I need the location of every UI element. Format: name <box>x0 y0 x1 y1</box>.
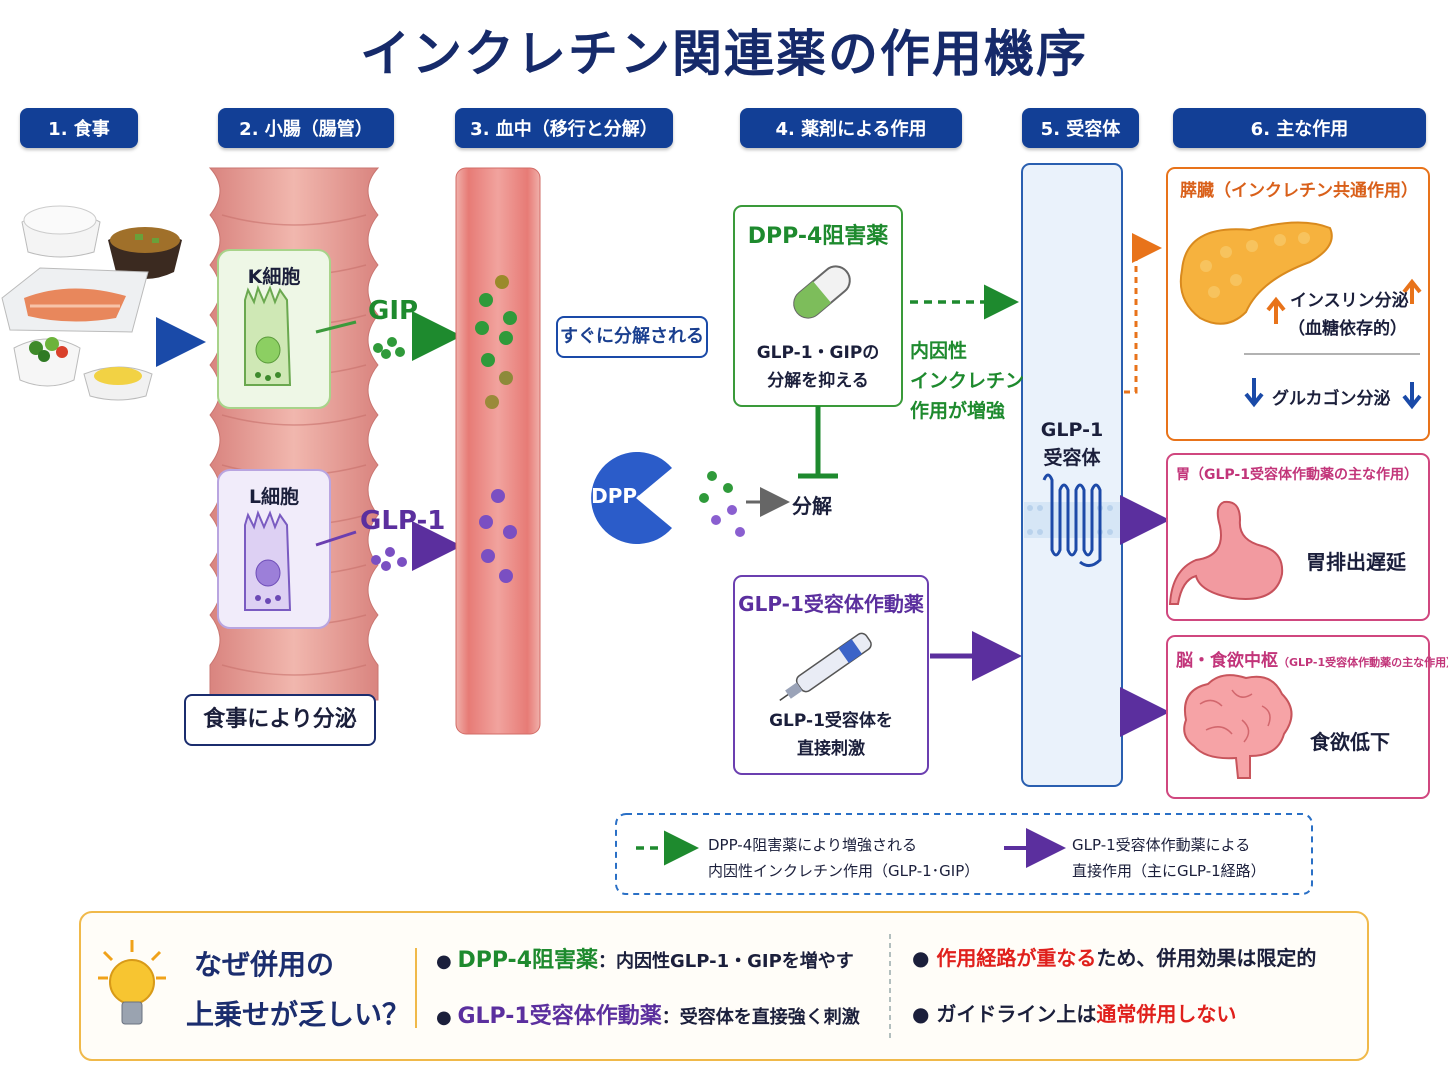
brain-title: 脳・食欲中枢（GLP-1受容体作動薬の主な作用） <box>1176 646 1448 671</box>
legend-solid: GLP-1受容体作動薬による 直接作用（主にGLP-1経路） <box>1072 832 1266 884</box>
bullet-glp1-label: GLP-1受容体作動薬 <box>457 1004 662 1029</box>
bullet-dpp4-label: DPP-4阻害薬 <box>457 948 598 973</box>
step-5-header: 5. 受容体 <box>1022 108 1139 148</box>
dpp4-enzyme-label: DPP-4 <box>591 484 659 508</box>
why-question-line2: 上乗せが乏しい？ <box>186 998 411 1031</box>
stomach-title: 胃（GLP-1受容体作動薬の主な作用） <box>1176 467 1418 483</box>
legend-dashed-line2: 内因性インクレチン作用（GLP-1･GIP） <box>708 862 980 880</box>
stomach-effect: 胃排出遅延 <box>1306 550 1406 574</box>
pancreas-icon <box>1179 221 1333 325</box>
endogenous-effect-note: 内因性 インクレチン 作用が増強 <box>910 336 1024 426</box>
step-6-header: 6. 主な作用 <box>1173 108 1426 148</box>
blood-particles <box>475 275 517 583</box>
dpp4-inhibitor-line2: 分解を抑える <box>767 371 869 391</box>
bullet-overlap: ● 作用経路が重なるため、併用効果は限定的 <box>912 946 1317 970</box>
endogenous-effect-line3: 作用が増強 <box>910 400 1006 422</box>
legend-solid-line1: GLP-1受容体作動薬による <box>1072 836 1251 854</box>
l-cell-label: L細胞 <box>248 486 300 508</box>
dpp4-inhibitor-title: DPP-4阻害薬 <box>747 224 889 249</box>
step-3-header: 3. 血中（移行と分解） <box>455 108 673 148</box>
brain-effect: 食欲低下 <box>1310 730 1390 754</box>
bullet-overlap-text: ため、併用効果は限定的 <box>1096 946 1317 970</box>
bullet-overlap-red: 作用経路が重なる <box>936 946 1097 970</box>
meal-illustration <box>1 205 182 401</box>
bullet-guideline-red: 通常併用しない <box>1096 1002 1237 1026</box>
step-2-header: 2. 小腸（腸管） <box>218 108 394 148</box>
glp1-agonist-line1: GLP-1受容体を <box>769 711 893 731</box>
bullet-dpp4: ● DPP-4阻害薬：内因性GLP-1・GIPを増やす <box>436 948 854 973</box>
brain-icon <box>1183 674 1293 779</box>
lightbulb-icon <box>98 940 166 1025</box>
capsule-icon <box>793 265 851 319</box>
bullet-dpp4-text: ：内因性GLP-1・GIPを増やす <box>598 951 854 972</box>
k-cell-label: K細胞 <box>247 266 301 288</box>
gip-label: GIP <box>368 296 419 326</box>
why-question: なぜ併用の 上乗せが乏しい？ <box>186 940 410 1040</box>
glp1-label: GLP-1 <box>360 506 446 536</box>
step-1-header: 1. 食事 <box>20 108 138 148</box>
bullet-guideline-text: ガイドライン上は <box>936 1002 1097 1026</box>
brain-title-note: （GLP-1受容体作動薬の主な作用） <box>1278 656 1448 669</box>
insulin-note: （血糖依存的） <box>1288 319 1407 339</box>
bullet-guideline: ● ガイドライン上は通常併用しない <box>912 1002 1237 1026</box>
glp1-agonist-title: GLP-1受容体作動薬 <box>738 592 924 616</box>
dpp4-enzyme-shape <box>591 451 672 544</box>
glucagon-down-arrows <box>1244 378 1422 410</box>
endogenous-effect-line2: インクレチン <box>910 370 1025 392</box>
pancreas-title: 膵臓（インクレチン共通作用） <box>1180 181 1418 201</box>
degrade-label: 分解 <box>792 494 832 518</box>
receptor-label-line1: GLP-1 <box>1040 419 1104 441</box>
why-question-line1: なぜ併用の <box>194 948 335 981</box>
degrade-note: すぐに分解される <box>556 316 708 358</box>
receptor-label-line2: 受容体 <box>1043 447 1101 469</box>
page-title: インクレチン関連薬の作用機序 <box>360 25 1088 83</box>
bullet-glp1-text: ：受容体を直接強く刺激 <box>661 1007 860 1028</box>
dpp4-inhibitor-line1: GLP-1・GIPの <box>756 343 880 363</box>
receptor-label: GLP-1 受容体 <box>1022 416 1122 472</box>
legend-dashed: DPP-4阻害薬により増強される 内因性インクレチン作用（GLP-1･GIP） <box>708 832 979 884</box>
bullet-glp1: ● GLP-1受容体作動薬：受容体を直接強く刺激 <box>436 1004 860 1029</box>
pen-injector-icon <box>779 632 872 701</box>
legend-solid-line2: 直接作用（主にGLP-1経路） <box>1072 862 1266 880</box>
k-cell-illustration <box>244 285 292 386</box>
secretion-note: 食事により分泌 <box>184 694 376 746</box>
receptor-membrane <box>1024 473 1120 567</box>
stomach-icon <box>1168 500 1284 605</box>
step-4-header: 4. 薬剤による作用 <box>740 108 962 148</box>
insulin-up-arrows <box>1266 278 1422 324</box>
insulin-label: インスリン分泌 <box>1290 291 1409 311</box>
glucagon-label: グルカゴン分泌 <box>1272 389 1391 409</box>
l-cell-illustration <box>244 510 292 611</box>
glp1-agonist-line2: 直接刺激 <box>797 739 865 759</box>
legend-dashed-line1: DPP-4阻害薬により増強される <box>708 836 917 854</box>
brain-title-main: 脳・食欲中枢 <box>1176 651 1278 671</box>
endogenous-effect-line1: 内因性 <box>910 340 968 362</box>
